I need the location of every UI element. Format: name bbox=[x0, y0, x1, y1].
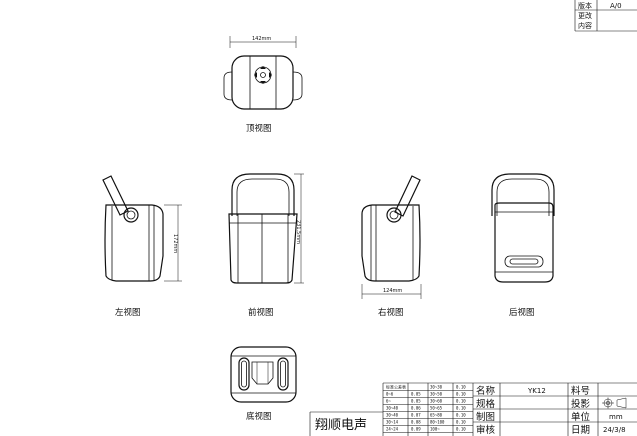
svg-text:0.06: 0.06 bbox=[411, 406, 421, 411]
name-label: 名称 bbox=[476, 385, 496, 397]
svg-text:30~60: 30~60 bbox=[430, 399, 443, 404]
svg-text:6~: 6~ bbox=[386, 399, 391, 404]
front-height-dimension: 231.5mm bbox=[295, 220, 301, 244]
projection-symbol-icon bbox=[602, 397, 627, 409]
projection-label: 投影 bbox=[571, 398, 591, 410]
date-value: 24/3/8 bbox=[603, 426, 626, 434]
playback-control-icon bbox=[254, 66, 272, 84]
unit-value: mm bbox=[609, 413, 623, 421]
right-view: 124mm 右视图 bbox=[361, 175, 422, 318]
svg-text:0.10: 0.10 bbox=[456, 392, 466, 397]
svg-text:0.07: 0.07 bbox=[411, 413, 421, 418]
left-height-dimension: 172mm bbox=[172, 234, 178, 253]
svg-text:30~40: 30~40 bbox=[386, 413, 399, 418]
svg-text:0.10: 0.10 bbox=[456, 399, 466, 404]
change-label: 更改 bbox=[578, 11, 592, 20]
right-depth-dimension: 124mm bbox=[383, 288, 402, 294]
svg-text:65~80: 65~80 bbox=[430, 413, 443, 418]
svg-text:0.09: 0.09 bbox=[411, 427, 421, 432]
svg-text:30~30: 30~30 bbox=[430, 385, 443, 390]
top-view-label: 顶视图 bbox=[246, 123, 272, 134]
review-label: 审核 bbox=[476, 424, 496, 436]
bottom-view-label: 底视图 bbox=[246, 411, 272, 422]
svg-text:24~24: 24~24 bbox=[386, 427, 399, 432]
svg-text:0.10: 0.10 bbox=[456, 406, 466, 411]
svg-text:50~65: 50~65 bbox=[430, 406, 443, 411]
part-label: 料号 bbox=[571, 385, 590, 397]
title-block: 标准公差表 30~30 0.10 0~6 0.05 30~50 0.10 6~ … bbox=[309, 382, 637, 436]
svg-text:0.05: 0.05 bbox=[411, 392, 421, 397]
bottom-view: 底视图 bbox=[230, 346, 297, 422]
version-label: 版本 bbox=[578, 1, 592, 10]
company-name: 翔顺电声 bbox=[315, 418, 367, 433]
top-width-dimension: 142mm bbox=[252, 36, 271, 42]
svg-text:0.10: 0.10 bbox=[456, 420, 466, 425]
back-view: 后视图 bbox=[491, 173, 555, 318]
revision-block: 版本 A/0 更改 内容 bbox=[574, 0, 637, 32]
svg-text:0~6: 0~6 bbox=[386, 392, 394, 397]
svg-text:100~: 100~ bbox=[430, 427, 440, 432]
back-view-label: 后视图 bbox=[509, 307, 535, 318]
svg-text:30~14: 30~14 bbox=[386, 420, 399, 425]
top-view: 142mm 顶视图 bbox=[223, 36, 303, 134]
name-value: YK12 bbox=[527, 387, 546, 395]
left-view-label: 左视图 bbox=[115, 307, 141, 318]
left-view: 172mm 左视图 bbox=[102, 175, 182, 318]
svg-text:0.10: 0.10 bbox=[456, 413, 466, 418]
front-view: 231.5mm 前视图 bbox=[228, 173, 304, 318]
draw-label: 制图 bbox=[476, 411, 495, 423]
content-label: 内容 bbox=[578, 21, 592, 30]
svg-text:0.08: 0.08 bbox=[411, 420, 421, 425]
date-label: 日期 bbox=[571, 425, 590, 436]
right-view-label: 右视图 bbox=[378, 307, 404, 318]
front-view-label: 前视图 bbox=[248, 307, 274, 318]
tolerance-rows: 0~6 0.05 30~50 0.10 6~ 0.05 30~60 0.10 3… bbox=[386, 392, 466, 432]
version-value: A/0 bbox=[610, 2, 622, 10]
unit-label: 单位 bbox=[571, 411, 591, 423]
svg-text:0.10: 0.10 bbox=[456, 385, 466, 390]
tolerance-header: 标准公差表 bbox=[386, 384, 406, 390]
svg-text:0.05: 0.05 bbox=[411, 399, 421, 404]
spec-label: 规格 bbox=[476, 398, 496, 410]
svg-text:30~40: 30~40 bbox=[386, 406, 399, 411]
svg-text:80~100: 80~100 bbox=[430, 420, 445, 425]
svg-text:0.10: 0.10 bbox=[456, 427, 466, 432]
svg-text:30~50: 30~50 bbox=[430, 392, 443, 397]
